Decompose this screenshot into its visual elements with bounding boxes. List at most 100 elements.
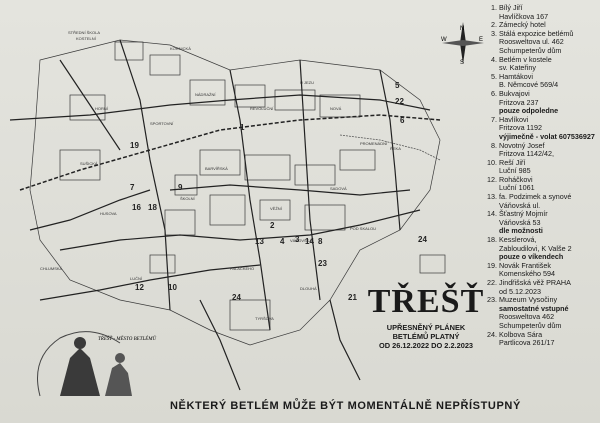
legend-num: 10. bbox=[487, 157, 497, 167]
subtitle: UPŘESNĚNÝ PLÁNEK BETLÉMŮ PLATNÝ OD 26.12… bbox=[362, 323, 490, 350]
legend-line: Havlíčkova 167 bbox=[499, 11, 549, 21]
map-roads bbox=[9, 39, 441, 391]
point-marker: 9 bbox=[178, 183, 183, 192]
point-markers: 1 2 3 4 5 6 7 8 9 10 12 13 14 16 18 19 2… bbox=[130, 81, 427, 302]
legend-num: 13. bbox=[487, 192, 497, 202]
legend-line: Roháčkovi bbox=[499, 174, 533, 184]
street-label: NOVÁ bbox=[330, 106, 342, 111]
legend-num: 3. bbox=[491, 28, 497, 38]
subtitle-line: OD 26.12.2022 DO 2.2.2023 bbox=[378, 341, 474, 350]
legend-line: sv. Kateřiny bbox=[499, 63, 537, 73]
street-labels: NÁDRAŽNÍ U JEZU BARVÍŘSKÁ VÁŇOVSKÁ PALAC… bbox=[40, 46, 401, 321]
legend-num: 2. bbox=[491, 20, 497, 30]
legend-line: Novotný Josef bbox=[499, 140, 545, 150]
point-marker: 22 bbox=[395, 97, 404, 106]
compass-w: W bbox=[441, 37, 447, 43]
legend-line: Reší Jiří bbox=[499, 157, 526, 167]
point-marker: 18 bbox=[148, 203, 157, 212]
point-marker: 5 bbox=[395, 81, 400, 90]
street-label: SPORTOVNÍ bbox=[150, 121, 174, 126]
legend-num: 24. bbox=[487, 329, 497, 339]
legend-num: 22. bbox=[487, 278, 497, 287]
legend-line: Luční 1061 bbox=[499, 183, 535, 193]
street-label: NÁDRAŽNÍ bbox=[195, 92, 216, 97]
point-marker: 23 bbox=[318, 259, 327, 268]
point-marker: 2 bbox=[270, 221, 275, 230]
school-label-line2: KOSTELNÍ bbox=[76, 36, 97, 41]
street-label: TYRŠOVA bbox=[255, 316, 274, 321]
title-block: TŘEŠŤ UPŘESNĚNÝ PLÁNEK BETLÉMŮ PLATNÝ OD… bbox=[362, 285, 490, 351]
legend-num: 5. bbox=[491, 71, 497, 81]
legend-num: 18. bbox=[487, 235, 497, 245]
point-marker: 12 bbox=[135, 283, 144, 292]
legend-line: Fritzova 1192 bbox=[499, 123, 543, 133]
legend-line: Jindřišská věž PRAHA bbox=[499, 278, 571, 287]
compass-n: N bbox=[460, 26, 464, 32]
street-label: ŘEKA bbox=[390, 146, 401, 151]
legend-line: od 5.12.2023 bbox=[499, 286, 541, 296]
logo-text: TŘEŠŤ - MĚSTO BETLÉMŮ bbox=[98, 336, 156, 342]
street-label: VÁŇOVSKÁ bbox=[290, 238, 312, 243]
legend-line: Roosweltova ul. 462 bbox=[499, 37, 564, 47]
street-label: BARVÍŘSKÁ bbox=[205, 166, 228, 171]
legend-line: Schumpeterův dům bbox=[499, 320, 562, 330]
bottom-note: NĚKTERÝ BETLÉM MŮŽE BÝT MOMENTÁLNĚ NEPŘÍ… bbox=[170, 400, 521, 412]
street-label: SUŠICKÁ bbox=[80, 161, 98, 166]
point-marker: 24 bbox=[418, 235, 427, 244]
nativity-logo: TŘEŠŤ - MĚSTO BETLÉMŮ bbox=[37, 331, 156, 397]
point-marker: 6 bbox=[400, 116, 405, 125]
street-label: KORNICKÁ bbox=[170, 46, 191, 51]
legend-num: 8. bbox=[491, 140, 497, 150]
legend-num: 19. bbox=[487, 260, 497, 270]
river bbox=[339, 134, 441, 161]
legend-num: 14. bbox=[487, 209, 497, 219]
legend-line: Šťastný Mojmír bbox=[499, 209, 548, 219]
street-label: U JEZU bbox=[300, 80, 314, 85]
legend-line: Váňovská 53 bbox=[499, 217, 541, 227]
legend-note: pouze odpoledne bbox=[499, 106, 559, 116]
point-marker: 7 bbox=[130, 183, 135, 192]
legend-line: Komenského 594 bbox=[499, 269, 555, 279]
street-label: DLOUHÁ bbox=[300, 286, 317, 291]
legend-num: 12. bbox=[487, 174, 497, 184]
street-label: HUSOVA bbox=[100, 211, 117, 216]
point-marker: 16 bbox=[132, 203, 141, 212]
legend-line: Schumpeterův dům bbox=[499, 45, 562, 55]
point-marker: 14 bbox=[305, 237, 314, 246]
street-label: PROMENÁDNÍ bbox=[360, 141, 388, 146]
legend-line: fa. Podzimek a synové bbox=[499, 192, 572, 202]
point-marker: 19 bbox=[130, 141, 139, 150]
street-label: POD SKALOU bbox=[350, 226, 376, 231]
legend-num: 6. bbox=[491, 88, 497, 98]
legend-line: Fritzova 237 bbox=[499, 97, 539, 107]
legend-line: Zabloudilovi, K Valše 2 bbox=[499, 243, 572, 253]
subtitle-line: BETLÉMŮ PLATNÝ bbox=[392, 332, 460, 341]
legend-line: Zámecký hotel bbox=[499, 20, 546, 30]
compass-icon: N S E W bbox=[441, 22, 484, 66]
point-marker: 24 bbox=[232, 293, 241, 302]
point-marker: 10 bbox=[168, 283, 177, 292]
street-label: REVOLUČNÍ bbox=[250, 106, 274, 111]
point-marker: 1 bbox=[240, 123, 245, 132]
legend-line: Roosweltova 462 bbox=[499, 312, 555, 322]
street-label: LUČNÍ bbox=[130, 276, 143, 281]
legend-line: Váňovská ul. bbox=[499, 200, 541, 210]
point-marker: 3 bbox=[295, 235, 300, 244]
legend-line: Luční 985 bbox=[499, 166, 531, 176]
legend-note: pouze o víkendech bbox=[499, 252, 564, 262]
school-label: STŘEDNÍ ŠKOLA KOSTELNÍ bbox=[68, 30, 101, 41]
street-label: SADOVÁ bbox=[330, 186, 347, 191]
legend-line: Kolbova Sára bbox=[499, 329, 543, 339]
street-label: HORNÍ bbox=[95, 106, 109, 111]
legend-line: Betlém v kostele bbox=[499, 54, 552, 64]
legend-num: 23. bbox=[487, 295, 497, 305]
